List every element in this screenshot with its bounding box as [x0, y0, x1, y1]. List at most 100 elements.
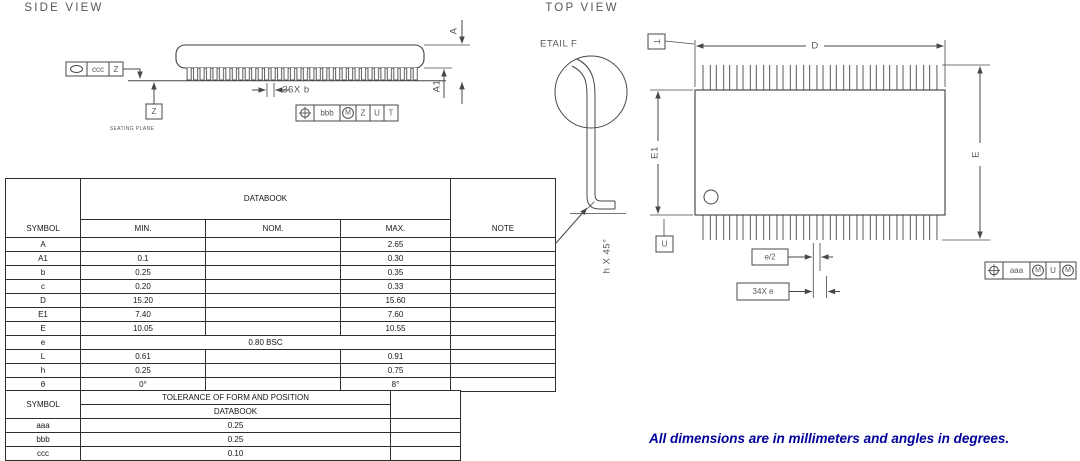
side-view-package [128, 44, 446, 82]
half-pitch-label: e/2 [764, 253, 776, 262]
nom-header: NOM. [205, 219, 341, 238]
note-cell [450, 293, 557, 308]
table-row: c 0.20 0.33 [5, 279, 557, 294]
fcf-ccc: ccc Z [65, 61, 143, 79]
lead-width-callout: 36X b [252, 83, 309, 97]
fcf-aaa-datum: U [1050, 266, 1056, 275]
form-tolerance-symbol-icon [70, 65, 83, 73]
pitch-label: 34X e [753, 287, 774, 296]
dim-d: D [694, 40, 946, 87]
table-row: A1 0.1 0.30 [5, 251, 557, 266]
chamfer-label: h X 45° [602, 239, 613, 274]
symbol-cell: E [5, 321, 81, 336]
symbol-header: SYMBOL [5, 390, 81, 419]
datum-z: Z SEATING PLANE [110, 82, 163, 132]
table-row: L 0.61 0.91 [5, 349, 557, 364]
table-row: h 0.25 0.75 [5, 363, 557, 378]
symbol-header: SYMBOL [5, 178, 81, 238]
side-view-title: SIDE VIEW [24, 2, 103, 14]
databook-subtitle: DATABOOK [80, 404, 391, 419]
table-row: E 10.05 10.55 [5, 321, 557, 336]
seating-plane-label: SEATING PLANE [110, 126, 155, 132]
dim-e-label: E [971, 151, 982, 158]
position-symbol-icon [987, 264, 1001, 277]
symbol-cell: ccc [5, 446, 81, 461]
symbol-cell: D [5, 293, 81, 308]
max-cell: 0.75 [339, 363, 452, 378]
fcf-bbb-datum-1: Z [361, 109, 366, 118]
min-cell: 10.05 [80, 321, 206, 336]
tolerance-table: SYMBOL TOLERANCE OF FORM AND POSITION DA… [5, 390, 461, 461]
nom-cell [205, 265, 341, 280]
max-cell: 7.60 [339, 307, 452, 322]
tolerance-title: TOLERANCE OF FORM AND POSITION [80, 390, 391, 405]
fcf-ccc-datum: Z [114, 65, 119, 74]
min-cell: 0.25 [80, 265, 206, 280]
dim-a1-label: A1 [432, 80, 443, 93]
note-cell [450, 363, 557, 378]
max-header: MAX. [339, 219, 452, 238]
note-cell [450, 307, 557, 322]
min-cell: 7.40 [80, 307, 206, 322]
symbol-cell: A [5, 237, 81, 252]
min-cell: 0.20 [80, 279, 206, 294]
symbol-cell: E1 [5, 307, 81, 322]
table-header-row: SYMBOL TOLERANCE OF FORM AND POSITION [5, 390, 461, 419]
package-body-side [175, 44, 425, 69]
min-cell: 0.25 [80, 363, 206, 378]
dim-e1: E1 [650, 89, 693, 216]
min-cell: 0.61 [80, 349, 206, 364]
units-note: All dimensions are in millimeters and an… [649, 431, 1010, 446]
fcf-bbb-datum-2: U [374, 109, 380, 118]
note-cell [450, 377, 557, 392]
databook-header: DATABOOK [79, 178, 452, 220]
max-cell: 15.60 [339, 293, 452, 308]
datum-u: U [655, 219, 674, 253]
chamfer-leader [555, 207, 588, 244]
nom-cell [205, 321, 341, 336]
lead-width-label: 36X b [282, 85, 309, 96]
nom-cell [205, 349, 341, 364]
table-subheader-row: MIN. NOM. MAX. [6, 219, 556, 238]
note-cell [450, 279, 557, 294]
fcf-aaa: aaa M U M [984, 261, 1077, 280]
note-cell [390, 432, 461, 447]
fcf-ccc-tolerance: ccc [92, 65, 104, 74]
note-cell [390, 418, 461, 433]
value-cell: 0.10 [80, 446, 391, 461]
lead-profile-outer [571, 65, 615, 210]
top-view-title: TOP VIEW [545, 2, 618, 14]
bsc-cell: 0.80 BSC [79, 335, 452, 350]
table-row: D 15.20 15.60 [5, 293, 557, 308]
mmc-symbol-icon [1062, 264, 1074, 277]
fcf-aaa-tolerance: aaa [1010, 266, 1024, 275]
max-cell: 10.55 [339, 321, 452, 336]
dimension-table: SYMBOL DATABOOK NOTE MIN. NOM. MAX. A 2.… [5, 178, 557, 392]
max-cell: 0.91 [339, 349, 452, 364]
value-cell: 0.25 [80, 432, 391, 447]
nom-cell [205, 307, 341, 322]
fcf-bbb-datum-3: T [389, 109, 394, 118]
detail-circle [554, 55, 628, 129]
height-dimensions: A A1 [424, 20, 470, 104]
note-cell [450, 335, 557, 350]
nom-cell [205, 237, 341, 252]
dim-e1-label: E1 [650, 146, 661, 159]
top-pins [700, 65, 940, 90]
dim-a-label: A [449, 27, 460, 34]
table-row: bbb 0.25 [5, 432, 461, 447]
fcf-aaa-modifier-2: M [1065, 267, 1071, 274]
table-row: b 0.25 0.35 [5, 265, 557, 280]
dim-d-label: D [811, 41, 818, 52]
fcf-aaa-modifier-1: M [1035, 267, 1041, 274]
table-row: A 2.65 [5, 237, 557, 252]
fcf-ccc-leader [123, 68, 143, 79]
symbol-cell: L [5, 349, 81, 364]
side-view-drawing: SIDE VIEW ccc Z Z SEATING PLANE 36X b [24, 2, 470, 132]
table-row: aaa 0.25 [5, 418, 461, 433]
top-view-drawing: TOP VIEW DETAIL F h X 45° D T E1 [540, 2, 1077, 301]
min-cell: 0.1 [80, 251, 206, 266]
symbol-cell: A1 [5, 251, 81, 266]
mmc-symbol-icon [1032, 264, 1044, 277]
note-cell [450, 251, 557, 266]
